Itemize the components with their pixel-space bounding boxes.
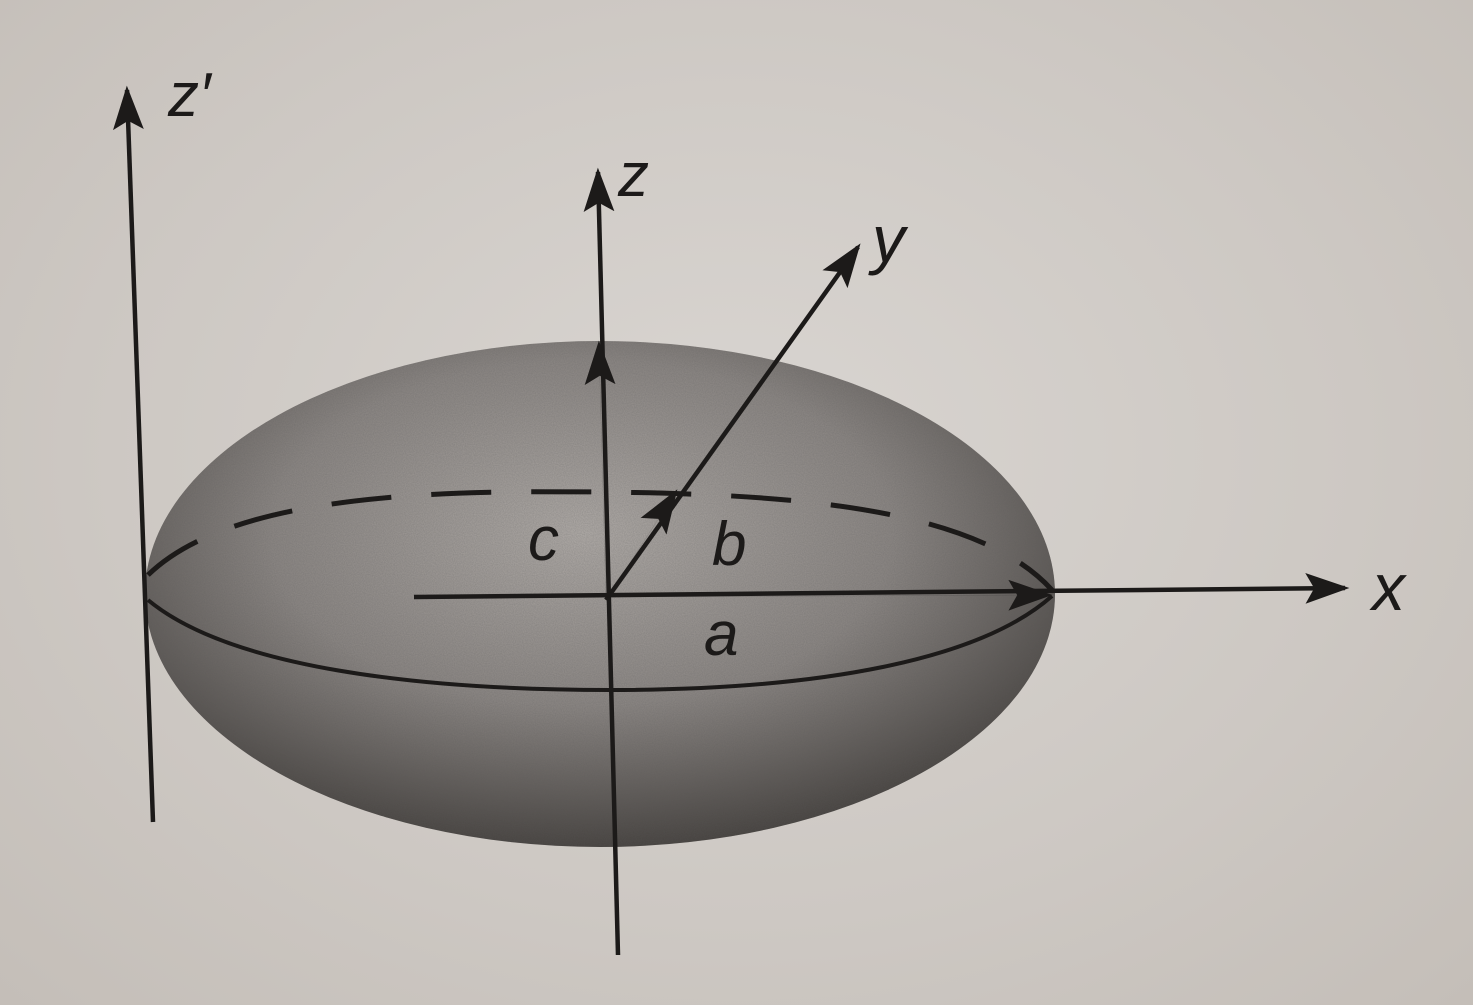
label-z-prime: z′	[167, 61, 213, 130]
x-axis	[413, 572, 1350, 604]
label-b: b	[712, 510, 746, 579]
label-z: z	[617, 141, 649, 210]
z-prime-axis	[113, 85, 156, 823]
y-axis	[604, 243, 861, 602]
z-axis	[583, 167, 621, 956]
semi-axis-a-arrow	[605, 579, 1053, 611]
label-a: a	[704, 600, 738, 669]
equator-back-dashed	[146, 489, 1054, 592]
label-c: c	[528, 505, 559, 574]
semi-axis-c-arrow	[584, 340, 616, 601]
label-x: x	[1369, 550, 1407, 624]
semi-axis-b-arrow	[605, 489, 678, 601]
label-y: y	[868, 202, 909, 276]
